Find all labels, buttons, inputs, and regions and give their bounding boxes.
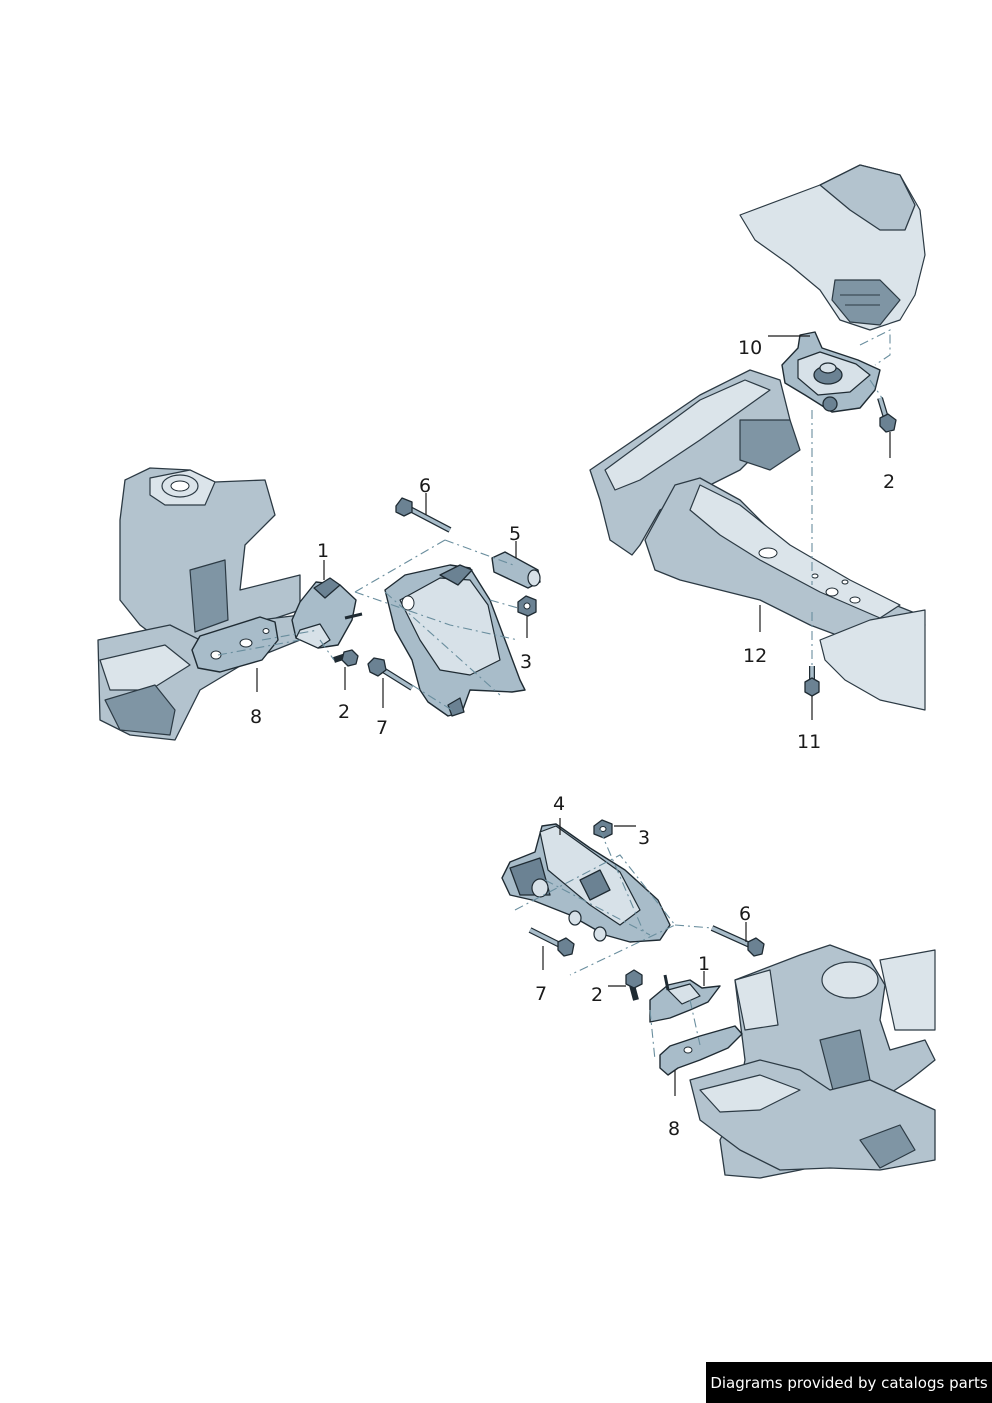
callouts-left: 1 2 3 5 6 7 8 [250, 475, 532, 739]
part-8-plate-right[interactable] [659, 1025, 743, 1076]
callout-7-right: 7 [535, 983, 547, 1005]
group-subframe-mount: 10 2 12 11 [589, 164, 926, 753]
callout-8: 8 [250, 706, 262, 728]
group-left-mount: 1 2 3 5 6 7 8 [97, 467, 541, 741]
callouts-right: 4 3 6 7 2 1 8 [535, 793, 751, 1140]
callout-1: 1 [317, 540, 329, 562]
part-7-bolt[interactable] [367, 657, 414, 691]
callout-3: 3 [520, 651, 532, 673]
part-11-bolt[interactable] [804, 666, 820, 697]
assembly-lines-left [217, 539, 519, 713]
part-6-bolt[interactable] [395, 497, 452, 533]
callout-6: 6 [419, 475, 431, 497]
part-2-bolt-right[interactable] [625, 969, 643, 1001]
part-2-bolt-subframe[interactable] [877, 397, 897, 433]
callout-6-right: 6 [739, 903, 751, 925]
subframe-body-structure [589, 164, 926, 711]
part-6-bolt-right[interactable] [710, 925, 765, 957]
callout-1-right: 1 [698, 953, 710, 975]
assembly-lines-subframe [811, 329, 891, 665]
callout-10: 10 [738, 337, 762, 359]
credit-footer: Diagrams provided by catalogs parts [706, 1362, 992, 1403]
callout-2-right: 2 [591, 984, 603, 1006]
callout-5: 5 [509, 523, 521, 545]
assembly-lines-right [514, 829, 713, 1061]
callout-11: 11 [797, 731, 821, 753]
right-body-structure [689, 944, 936, 1179]
credit-text: Diagrams provided by catalogs parts [710, 1373, 988, 1392]
callout-8-right: 8 [668, 1118, 680, 1140]
callout-12: 12 [743, 645, 767, 667]
callout-4: 4 [553, 793, 565, 815]
callout-7: 7 [376, 717, 388, 739]
callout-2-subframe: 2 [883, 471, 895, 493]
group-right-mount: 4 3 6 7 2 1 8 [501, 793, 936, 1179]
callout-2: 2 [338, 701, 350, 723]
callout-3-right: 3 [638, 827, 650, 849]
part-7-bolt-right[interactable] [528, 927, 575, 957]
part-2-bolt[interactable] [333, 649, 359, 667]
callouts-subframe: 10 2 12 11 [738, 335, 895, 753]
left-body-structure [97, 467, 301, 741]
